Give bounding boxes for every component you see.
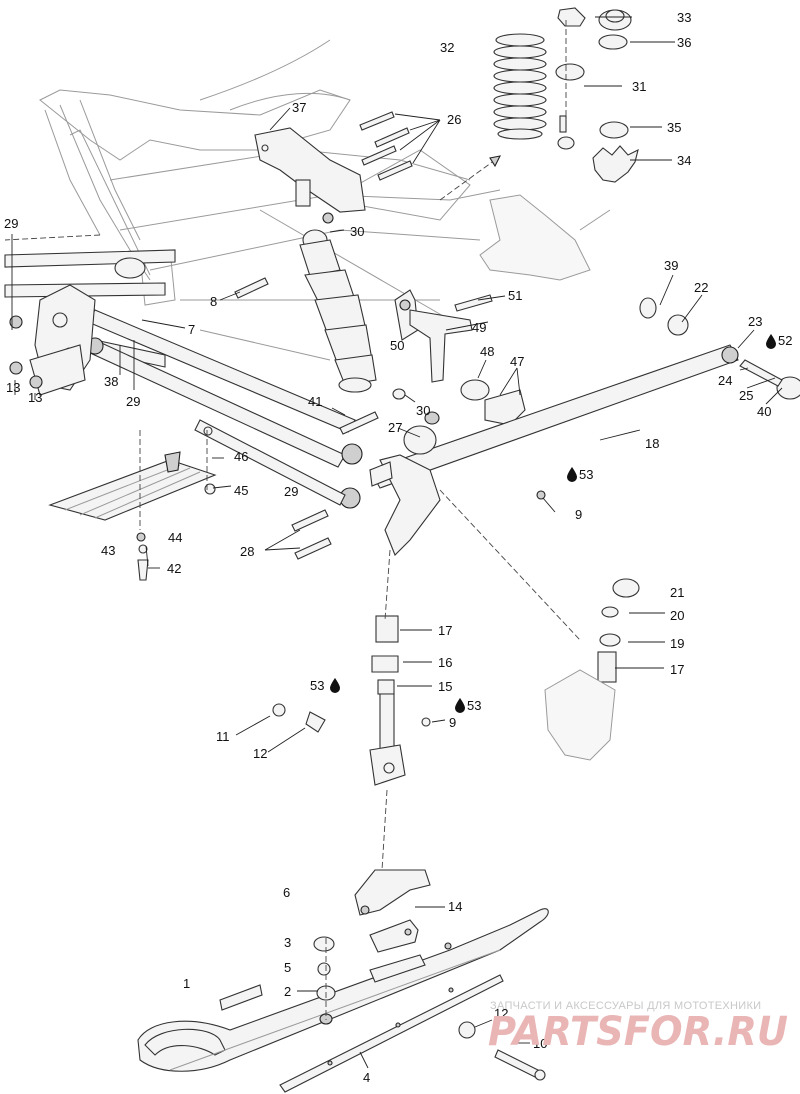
callout-46: 46: [234, 449, 248, 464]
callout-36: 36: [677, 35, 691, 50]
callout-28: 28: [240, 544, 254, 559]
callout-19: 19: [670, 636, 684, 651]
callout-38: 38: [104, 374, 118, 389]
callout-11: 11: [216, 729, 230, 744]
ski-saddle: [354, 869, 431, 953]
watermark-tagline: ЗАПЧАСТИ И АКСЕССУАРЫ ДЛЯ МОТОТЕХНИКИ: [490, 1000, 761, 1012]
callout-9-a: 9: [575, 507, 582, 522]
coil-spring: [493, 33, 547, 140]
callout-14: 14: [448, 899, 462, 914]
callout-45: 45: [234, 483, 248, 498]
callout-37: 37: [292, 100, 306, 115]
callout-labels: 33 36 32 31 35 34 37 26 29 30 8 7 39 22 …: [4, 10, 792, 1085]
callout-42: 42: [167, 561, 181, 576]
callout-23: 23: [748, 314, 762, 329]
callout-1: 1: [183, 976, 190, 991]
callout-12-a: 12: [253, 746, 267, 761]
callout-41: 41: [308, 394, 322, 409]
callout-49: 49: [472, 320, 486, 335]
upper-spindle: [479, 194, 611, 281]
callout-7: 7: [188, 322, 195, 337]
callout-6: 6: [283, 885, 290, 900]
center-spindle: [272, 615, 431, 786]
steering-arm: [394, 289, 526, 426]
footrest-plate: [48, 426, 332, 581]
callout-32: 32: [440, 40, 454, 55]
callout-17-center: 17: [438, 623, 452, 638]
bolts-26: [359, 111, 441, 181]
chassis-frame: [39, 39, 501, 361]
callout-16: 16: [438, 655, 452, 670]
callout-34: 34: [677, 153, 691, 168]
callout-40: 40: [757, 404, 771, 419]
callout-10: 10: [533, 1036, 547, 1051]
callout-33: 33: [677, 10, 691, 25]
callout-53-a: 53: [579, 467, 593, 482]
callout-47: 47: [510, 354, 524, 369]
right-spindle-assembly: [544, 578, 640, 761]
small-parts-top: [555, 7, 639, 183]
tubes: [4, 249, 363, 509]
callout-25: 25: [739, 388, 753, 403]
callout-3: 3: [284, 935, 291, 950]
watermark-brand: PARTSFOR.RU: [488, 1009, 788, 1055]
callout-43: 43: [101, 543, 115, 558]
callout-50: 50: [390, 338, 404, 353]
callout-12-b: 12: [494, 1006, 508, 1021]
watermark: ЗАПЧАСТИ И АКСЕССУАРЫ ДЛЯ МОТОТЕХНИКИ PA…: [488, 1000, 788, 1055]
tie-rod: [369, 297, 800, 489]
callout-51: 51: [508, 288, 522, 303]
callout-39: 39: [664, 258, 678, 273]
callout-48: 48: [480, 344, 494, 359]
callout-29-top: 29: [4, 216, 18, 231]
spindle-column: [369, 411, 546, 556]
callout-24: 24: [718, 373, 732, 388]
callout-30-top: 30: [350, 224, 364, 239]
drop-icon: [567, 467, 577, 482]
callout-35: 35: [667, 120, 681, 135]
callout-17-right: 17: [670, 662, 684, 677]
callout-26: 26: [447, 112, 461, 127]
callout-8: 8: [210, 294, 217, 309]
callout-53-b: 53: [310, 678, 324, 693]
leader-lines: [11, 16, 783, 1069]
callout-44: 44: [168, 530, 182, 545]
callout-29-mid: 29: [126, 394, 140, 409]
callout-15: 15: [438, 679, 452, 694]
spring-arrow-head: [489, 155, 501, 168]
callout-29-low: 29: [284, 484, 298, 499]
callout-27: 27: [388, 420, 402, 435]
callout-22: 22: [694, 280, 708, 295]
ski: [137, 908, 549, 1093]
bracket-plates: [9, 257, 146, 396]
callout-2: 2: [284, 984, 291, 999]
callout-20: 20: [670, 608, 684, 623]
small-bolts: [234, 277, 406, 435]
shock-absorber: [299, 212, 377, 393]
spring-arrow: [439, 159, 496, 201]
callout-30-mid: 30: [416, 403, 430, 418]
callout-13-a: 13: [6, 380, 20, 395]
drop-icon: [455, 698, 465, 713]
drop-icon: [766, 334, 776, 349]
callout-21: 21: [670, 585, 684, 600]
assembly-lines: [4, 20, 581, 1020]
callout-13-b: 13: [28, 390, 42, 405]
callout-18: 18: [645, 436, 659, 451]
callout-52: 52: [778, 333, 792, 348]
callout-4: 4: [363, 1070, 370, 1085]
callout-53-c: 53: [467, 698, 481, 713]
bracket-37: [254, 127, 366, 213]
callout-9-b: 9: [449, 715, 456, 730]
callout-31: 31: [632, 79, 646, 94]
callout-5: 5: [284, 960, 291, 975]
drop-icon: [330, 678, 340, 693]
